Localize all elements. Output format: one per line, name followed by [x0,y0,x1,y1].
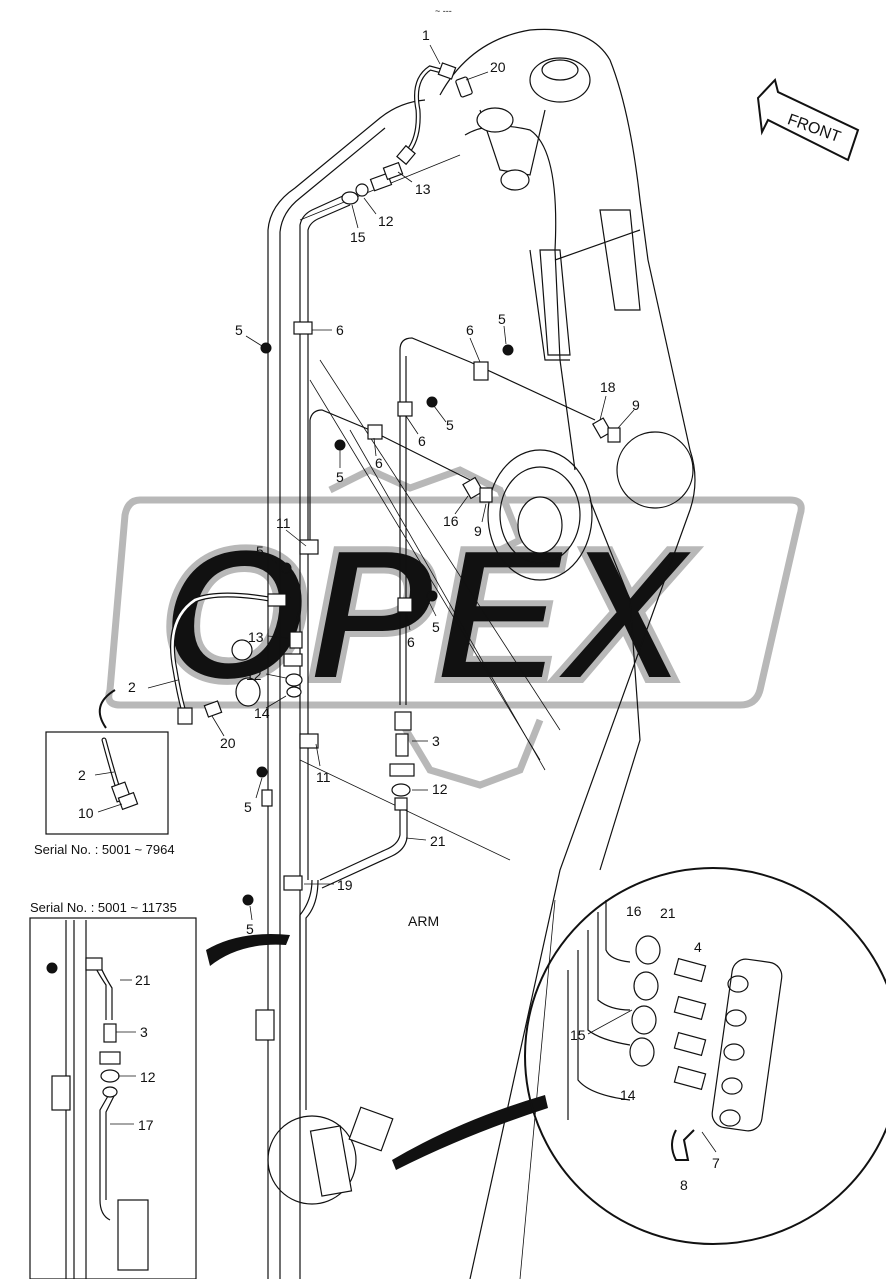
callout-15: 15 [350,229,366,245]
callout-11a: 11 [276,515,291,531]
pointer-arrow-inset2 [206,934,290,966]
callout-11b: 11 [316,769,331,785]
pipe-lines [299,194,596,1279]
callout-5b: 5 [498,311,506,327]
callouts: 1 20 13 12 15 5 6 6 5 18 9 5 6 5 6 16 9 … [128,27,640,937]
callout-6a: 6 [336,322,344,338]
callout-9b: 9 [474,523,482,539]
inset-serial-7964: 2 10 Serial No. : 5001 ~ 7964 [34,689,175,857]
callout-6c: 6 [418,433,426,449]
detail-callout-8: 8 [680,1177,688,1193]
inset2-serial-label: Serial No. : 5001 ~ 11735 [30,900,177,915]
callout-21a: 21 [430,833,446,849]
inset1-callout-2: 2 [78,767,86,783]
callout-5e: 5 [256,543,264,559]
callout-12b: 12 [246,667,262,683]
callout-6b: 6 [466,322,474,338]
callout-9a: 9 [632,397,640,413]
hose-2 [170,592,299,725]
callout-13a: 13 [415,181,431,197]
callout-2a: 2 [128,679,136,695]
callout-13b: 13 [248,629,264,645]
arm-outline [255,28,696,1280]
detail-callout-4: 4 [694,939,702,955]
watermark-text: OPEX [160,509,698,721]
fittings [203,76,621,906]
callout-6e: 6 [407,634,415,650]
callout-19: 19 [337,877,353,893]
inset2-callout-12: 12 [140,1069,156,1085]
front-arrow: FRONT [756,77,860,162]
inset-serial-11735: Serial No. : 5001 ~ 11735 21 3 12 17 [29,900,197,1280]
top-mark: ~ --- [435,6,452,16]
callout-5h: 5 [246,921,254,937]
callout-5d: 5 [336,469,344,485]
callout-14a: 14 [254,705,270,721]
callout-1: 1 [422,27,430,43]
inset1-serial-label: Serial No. : 5001 ~ 7964 [34,842,175,857]
inset2-callout-3: 3 [140,1024,148,1040]
detail-callout-7: 7 [712,1155,720,1171]
callout-5g: 5 [244,799,252,815]
inset2-callout-21: 21 [135,972,151,988]
callout-18: 18 [600,379,616,395]
detail-connector-block: 16 21 4 15 14 7 8 [267,867,886,1245]
callout-12a: 12 [378,213,394,229]
callout-3a: 3 [432,733,440,749]
callout-5a: 5 [235,322,243,338]
callout-16a: 16 [443,513,459,529]
callout-20b: 20 [220,735,236,751]
detail-callout-14: 14 [620,1087,636,1103]
pointer-arrow-detail [392,1095,548,1170]
callout-5c: 5 [446,417,454,433]
front-label: FRONT [785,111,843,146]
detail-callout-21: 21 [660,905,676,921]
arm-label: ARM [408,913,439,929]
callout-6d: 6 [375,455,383,471]
detail-callout-15: 15 [570,1027,586,1043]
callout-12c: 12 [432,781,448,797]
hose-1 [396,62,457,166]
inset1-callout-10: 10 [78,805,94,821]
callout-5f: 5 [432,619,440,635]
watermark-logo: OPEX [105,466,805,789]
inset2-callout-17: 17 [138,1117,154,1133]
callout-20a: 20 [490,59,506,75]
detail-callout-16: 16 [626,903,642,919]
